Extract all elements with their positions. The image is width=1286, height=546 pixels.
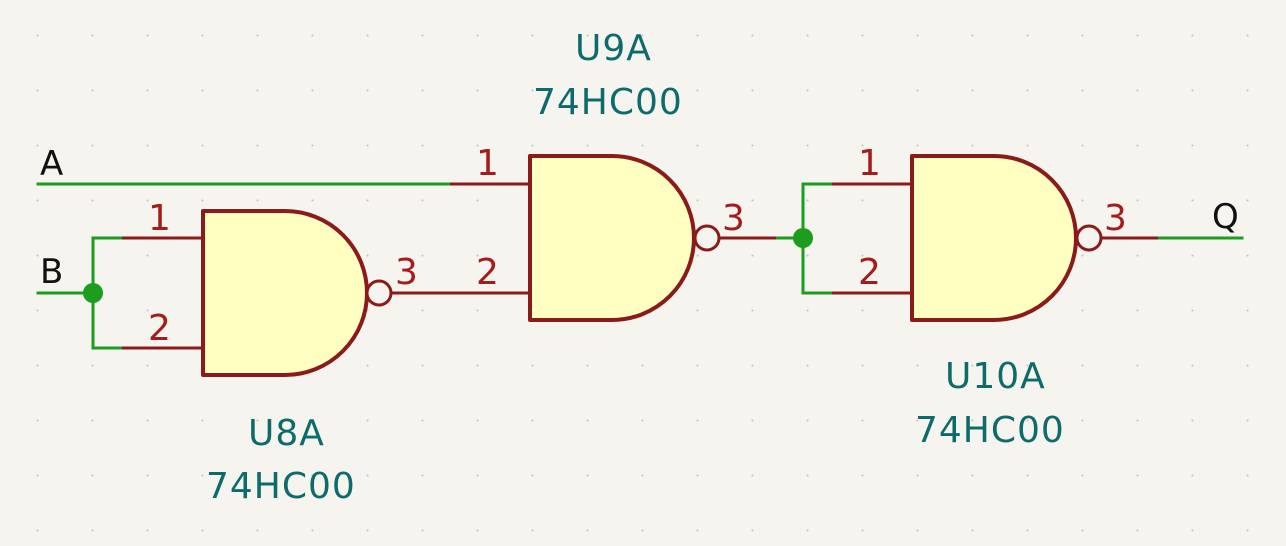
u10a-reference: U10A [945,356,1046,397]
net-label-b: B [40,252,63,292]
u10a-pin2-number: 2 [858,252,881,293]
u8a-pin1-number: 1 [148,198,171,239]
junction-dot-b [83,283,103,303]
net-label-q: Q [1212,197,1239,237]
u9a-inverter-bubble [693,224,721,252]
u8a-pin3-number: 3 [395,252,418,293]
gate-u8a[interactable]: 1 2 3 U8A 74HC00 [122,198,530,507]
u9a-reference: U9A [575,28,652,69]
u8a-reference: U8A [248,413,325,454]
u10a-nand-body [910,154,1078,322]
gate-u10a[interactable]: 1 2 3 U10A 74HC00 [832,143,1158,451]
u8a-pin2-number: 2 [148,308,171,349]
u8a-value: 74HC00 [206,466,356,507]
u10a-pin3-number: 3 [1104,198,1127,239]
gate-u9a[interactable]: 1 2 3 U9A 74HC00 [450,28,776,322]
wire-b-to-u8a-pin1[interactable] [91,236,124,295]
u10a-pin1-number: 1 [858,143,881,184]
junction-dot-u9a-out [793,228,813,248]
u9a-pin2-number: 2 [476,252,499,293]
u8a-nand-body [201,209,369,377]
u9a-pin3-number: 3 [722,198,745,239]
u10a-value: 74HC00 [915,410,1065,451]
net-label-a: A [40,144,63,184]
u9a-nand-body [528,154,696,322]
wire-b-to-u8a-pin2[interactable] [91,291,124,350]
u8a-inverter-bubble [365,279,393,307]
u9a-pin1-number: 1 [476,143,499,184]
u9a-value: 74HC00 [533,82,683,123]
u10a-inverter-bubble [1075,224,1103,252]
